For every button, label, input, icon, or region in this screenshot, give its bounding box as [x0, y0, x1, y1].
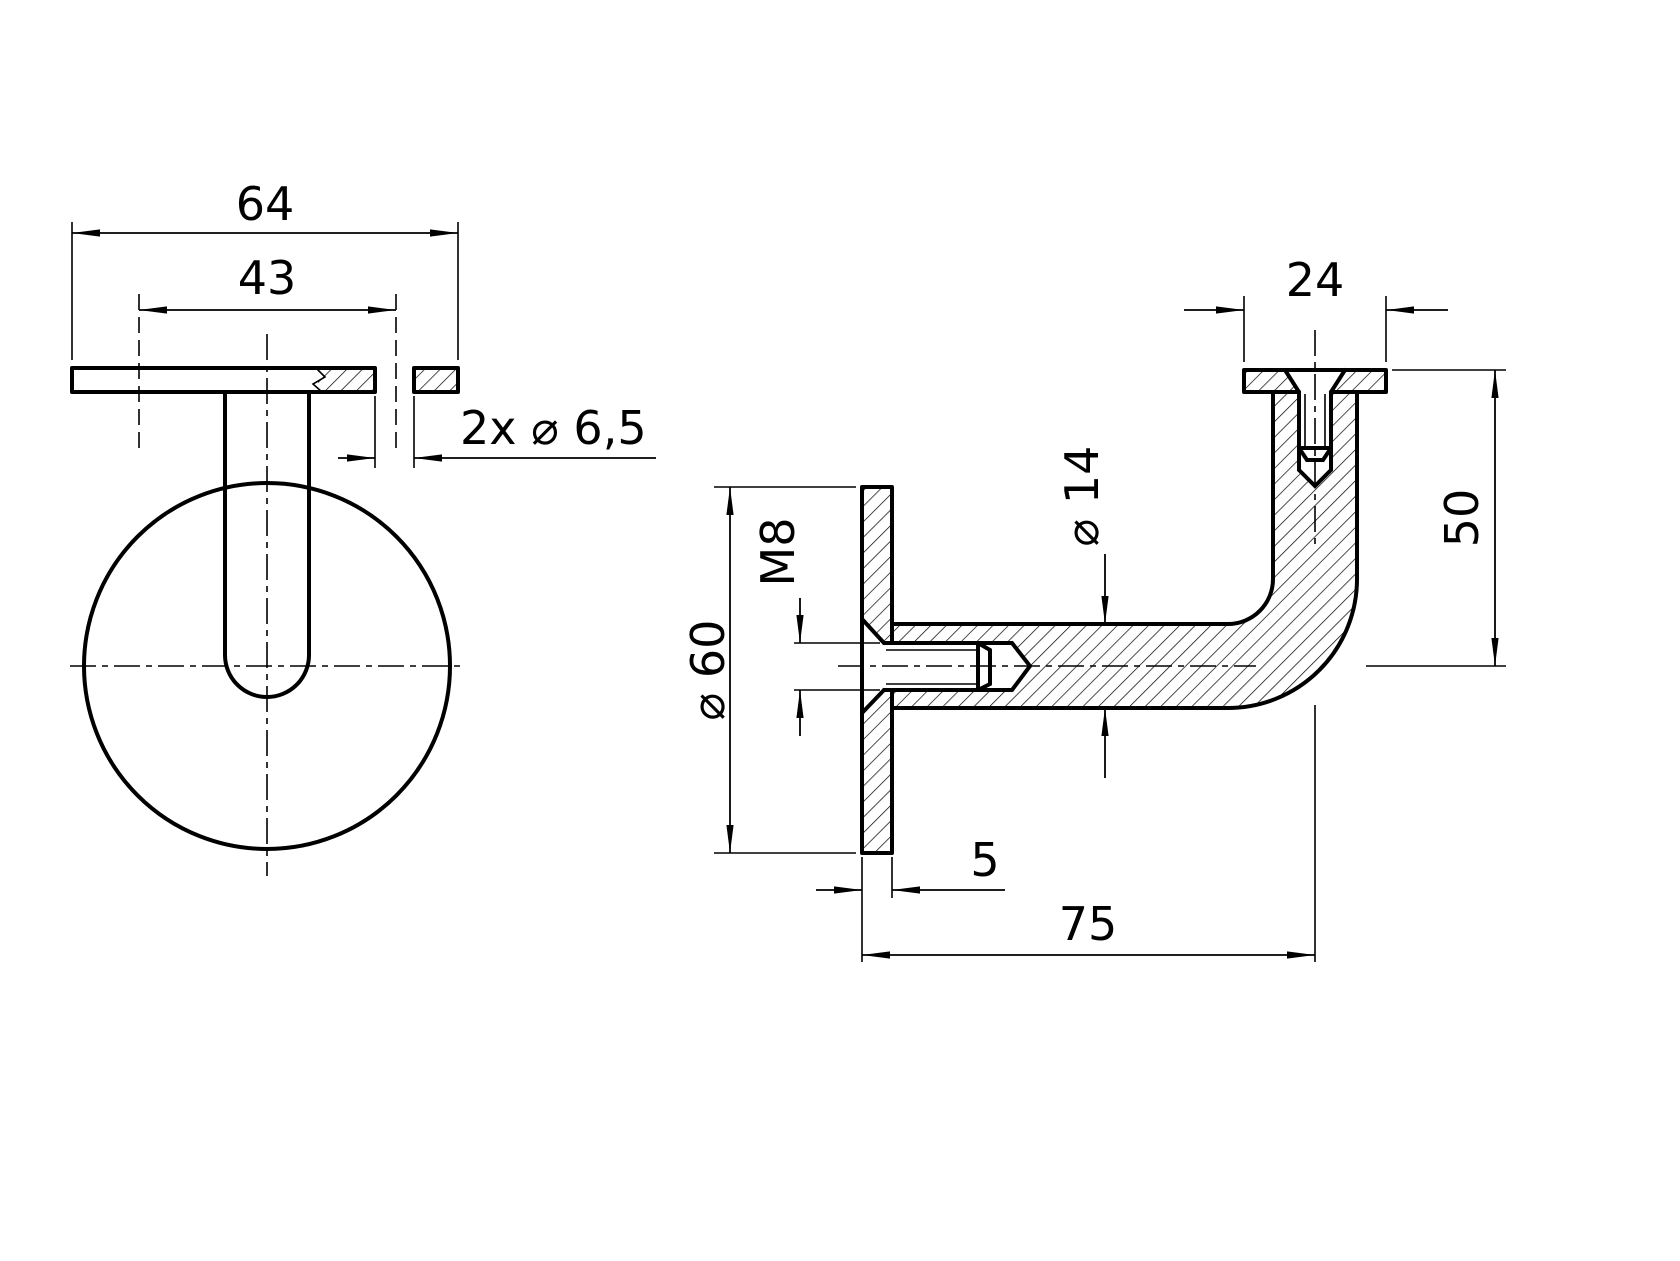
side-arm-hatch: [892, 392, 1357, 708]
front-section-break-line: [311, 367, 327, 393]
front-view: [70, 294, 464, 876]
dim-75-label: 75: [1059, 897, 1118, 951]
dimensions: 64 43 2x ⌀ 6,5 24 50 ⌀ 14 M8 ⌀ 60 5 75: [71, 177, 1506, 962]
side-wall-plate-outline: [860, 485, 894, 855]
dim-50-label: 50: [1435, 489, 1489, 548]
front-plate-hatch-right: [414, 368, 458, 392]
screw-thread-lines: [886, 394, 1326, 685]
side-view: [838, 330, 1388, 855]
dim-holes-label: 2x ⌀ 6,5: [460, 401, 647, 455]
front-centerlines: [70, 334, 464, 876]
front-top-plate-outline: [70, 366, 460, 394]
side-centerlines: [838, 330, 1316, 667]
dim-m8-label: M8: [751, 518, 805, 587]
front-hole-centerlines: [138, 294, 397, 448]
side-arm-outline: [890, 390, 1359, 710]
side-top-plate-outline: [1242, 368, 1388, 394]
dim-43-label: 43: [238, 251, 297, 305]
extension-lines: [71, 222, 1506, 962]
dim-dia60-label: ⌀ 60: [681, 620, 735, 721]
front-plate-hatch-left: [318, 368, 375, 392]
dim-24-label: 24: [1286, 253, 1345, 307]
dim-dia14-label: ⌀ 14: [1055, 446, 1109, 547]
dim-64-label: 64: [236, 177, 295, 231]
dim-5-label: 5: [970, 833, 999, 887]
